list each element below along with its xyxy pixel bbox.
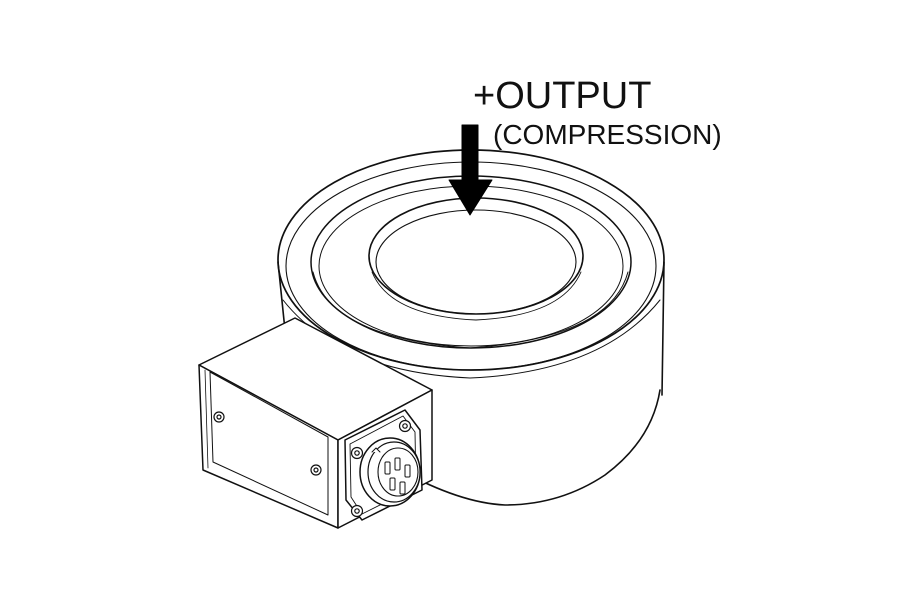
connector-pins bbox=[384, 457, 411, 495]
panel-screws bbox=[213, 411, 322, 476]
center-bore bbox=[368, 197, 584, 321]
compression-label: (COMPRESSION) bbox=[493, 119, 722, 150]
output-label: +OUTPUT bbox=[473, 75, 652, 117]
connector-plug bbox=[359, 437, 421, 507]
load-arrow bbox=[448, 124, 493, 216]
